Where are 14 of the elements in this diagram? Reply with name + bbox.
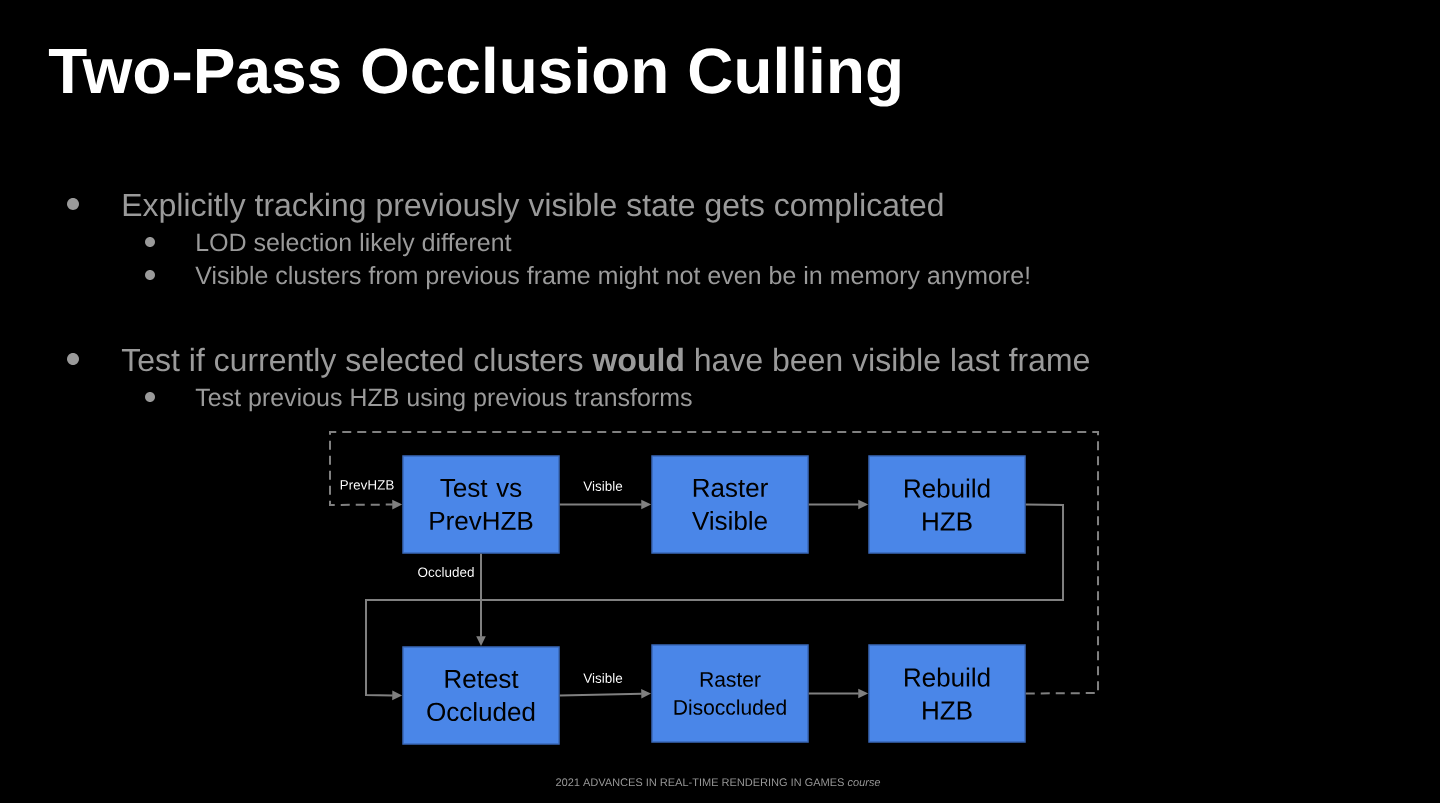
bullet-text: LOD selection likely different (197, 232, 512, 257)
process-box: Rebuild HZB (868, 644, 1026, 743)
bullet-text: Visible clusters from previous frame might not even be in memory anymore! (195, 265, 1029, 290)
process-box: Test vs PrevHZB (402, 455, 560, 554)
process-box: Raster Visible (651, 455, 809, 554)
footer-text: 2021 ADVANCES IN REAL-TIME RENDERING IN GAMES course (556, 778, 881, 787)
bullet-text: Test if currently selected clusters would have been visible last frame (121, 347, 1089, 378)
process-box: Retest Occluded (402, 646, 560, 745)
process-box: Rebuild HZB (868, 455, 1026, 554)
process-box: Raster Disoccluded (651, 644, 809, 743)
slide-title: Two-Pass Occlusion Culling (48, 46, 900, 107)
bullet-text: Test previous HZB using previous transforms (195, 387, 692, 412)
arrow (329, 431, 1099, 695)
bullet-text: Explicitly tracking previously visible state gets complicated (123, 192, 943, 223)
